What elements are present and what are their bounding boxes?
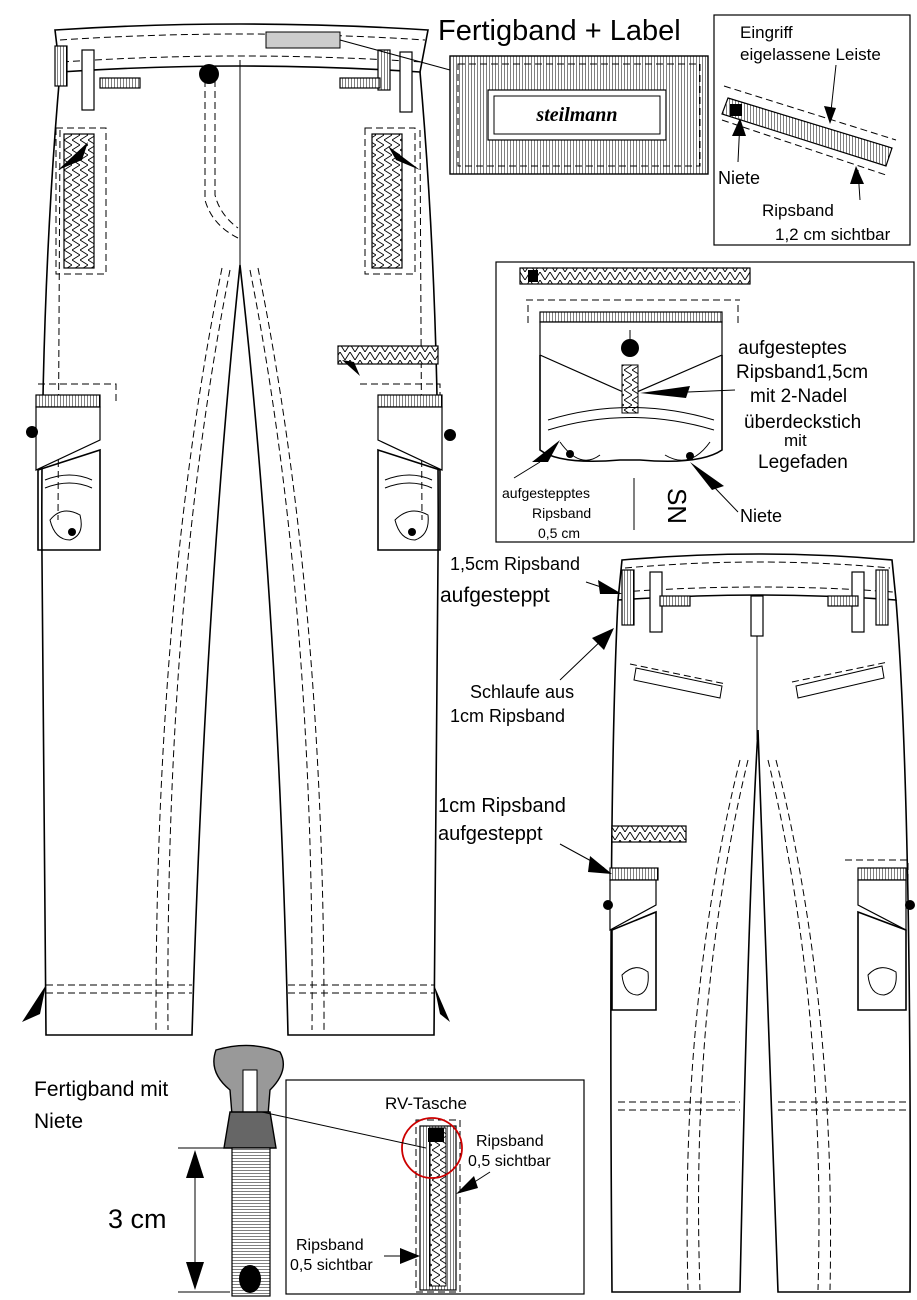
belt-loop (81, 49, 95, 111)
belt-loop-tape (377, 49, 391, 91)
dimension-marker (178, 1147, 230, 1293)
belt-loop-tape (54, 45, 68, 87)
brand-logo: steilmann (535, 104, 617, 126)
label-patch: steilmann (449, 55, 709, 175)
pocket-small-label-3: 0,5 cm (538, 525, 580, 541)
front-tape (339, 77, 381, 89)
pocket-detail: aufgesteptes Ripsband1,5cm mit 2-Nadel ü… (495, 261, 915, 543)
belt-loop (399, 51, 413, 113)
back-trousers (603, 553, 915, 1293)
pocket-annotation-4: überdeckstich (744, 412, 861, 433)
waist-label-patch (265, 31, 341, 49)
rv-tasche-detail: RV-Tasche Ripsband 0,5 sichtbar Ripsband… (261, 1079, 585, 1295)
zip-arrow-right (388, 146, 420, 170)
dimension-label: 3 cm (108, 1204, 167, 1234)
highlight-circle (401, 1117, 463, 1179)
cargo-pocket-left (26, 383, 117, 551)
sn-mark: SN (662, 488, 692, 524)
niete-label-2: Niete (740, 506, 782, 526)
front-tape (99, 77, 141, 89)
back-cargo-pocket-right (845, 859, 915, 1011)
cargo-pocket-right (360, 383, 456, 551)
pocket-annotation-2: Ripsband1,5cm (736, 362, 868, 383)
pocket-small-label-2: Ripsband (532, 505, 591, 521)
pocket-small-label-1: aufgestepptes (502, 485, 590, 501)
back-annotation-1b: aufgesteppt (440, 584, 550, 607)
fertigband-label-title: Fertigband + Label (438, 15, 681, 47)
zip-arrow-left (58, 142, 88, 170)
waist-button (199, 64, 219, 84)
fertigband-niete-title-2: Niete (34, 1110, 83, 1133)
eingriff-subtitle: eigelassene Leiste (740, 45, 881, 64)
pocket-annotation-5: mit (784, 431, 807, 450)
rv-ripsband-b: Ripsband (296, 1237, 364, 1254)
rv-tasche-title: RV-Tasche (385, 1094, 467, 1113)
fertigband-niete-title-1: Fertigband mit (34, 1078, 168, 1101)
eingriff-detail: Eingriff eigelassene Leiste Niete Ripsba… (713, 14, 911, 246)
front-trousers (22, 23, 456, 1036)
back-annotation-2a: Schlaufe aus (470, 682, 574, 702)
rv-ripsband-a-visible: 0,5 sichtbar (468, 1153, 551, 1170)
back-cargo-pocket-left (603, 867, 659, 1011)
pocket-annotation-3: mit 2-Nadel (750, 386, 847, 407)
rv-ripsband-b-visible: 0,5 sichtbar (290, 1257, 373, 1274)
pocket-annotation-6: Legefaden (758, 452, 848, 473)
back-annotation-3a: 1cm Ripsband (438, 795, 566, 817)
back-annotation-2b: 1cm Ripsband (450, 706, 565, 726)
pocket-annotation-1: aufgesteptes (738, 338, 847, 359)
niete-label-1: Niete (718, 168, 760, 188)
ripsband-label-1: Ripsband (762, 201, 834, 220)
hem-arrow-right (434, 985, 450, 1022)
fertigband-rivet-detail (213, 1044, 284, 1297)
back-annotation-1a: 1,5cm Ripsband (450, 554, 580, 574)
back-annotation-3b: aufgesteppt (438, 823, 543, 845)
side-zip (337, 345, 439, 365)
hem-arrow-left (22, 985, 46, 1022)
rv-ripsband-a: Ripsband (476, 1133, 544, 1150)
ripsband-visible-1: 1,2 cm sichtbar (775, 225, 891, 244)
eingriff-title: Eingriff (740, 23, 793, 42)
